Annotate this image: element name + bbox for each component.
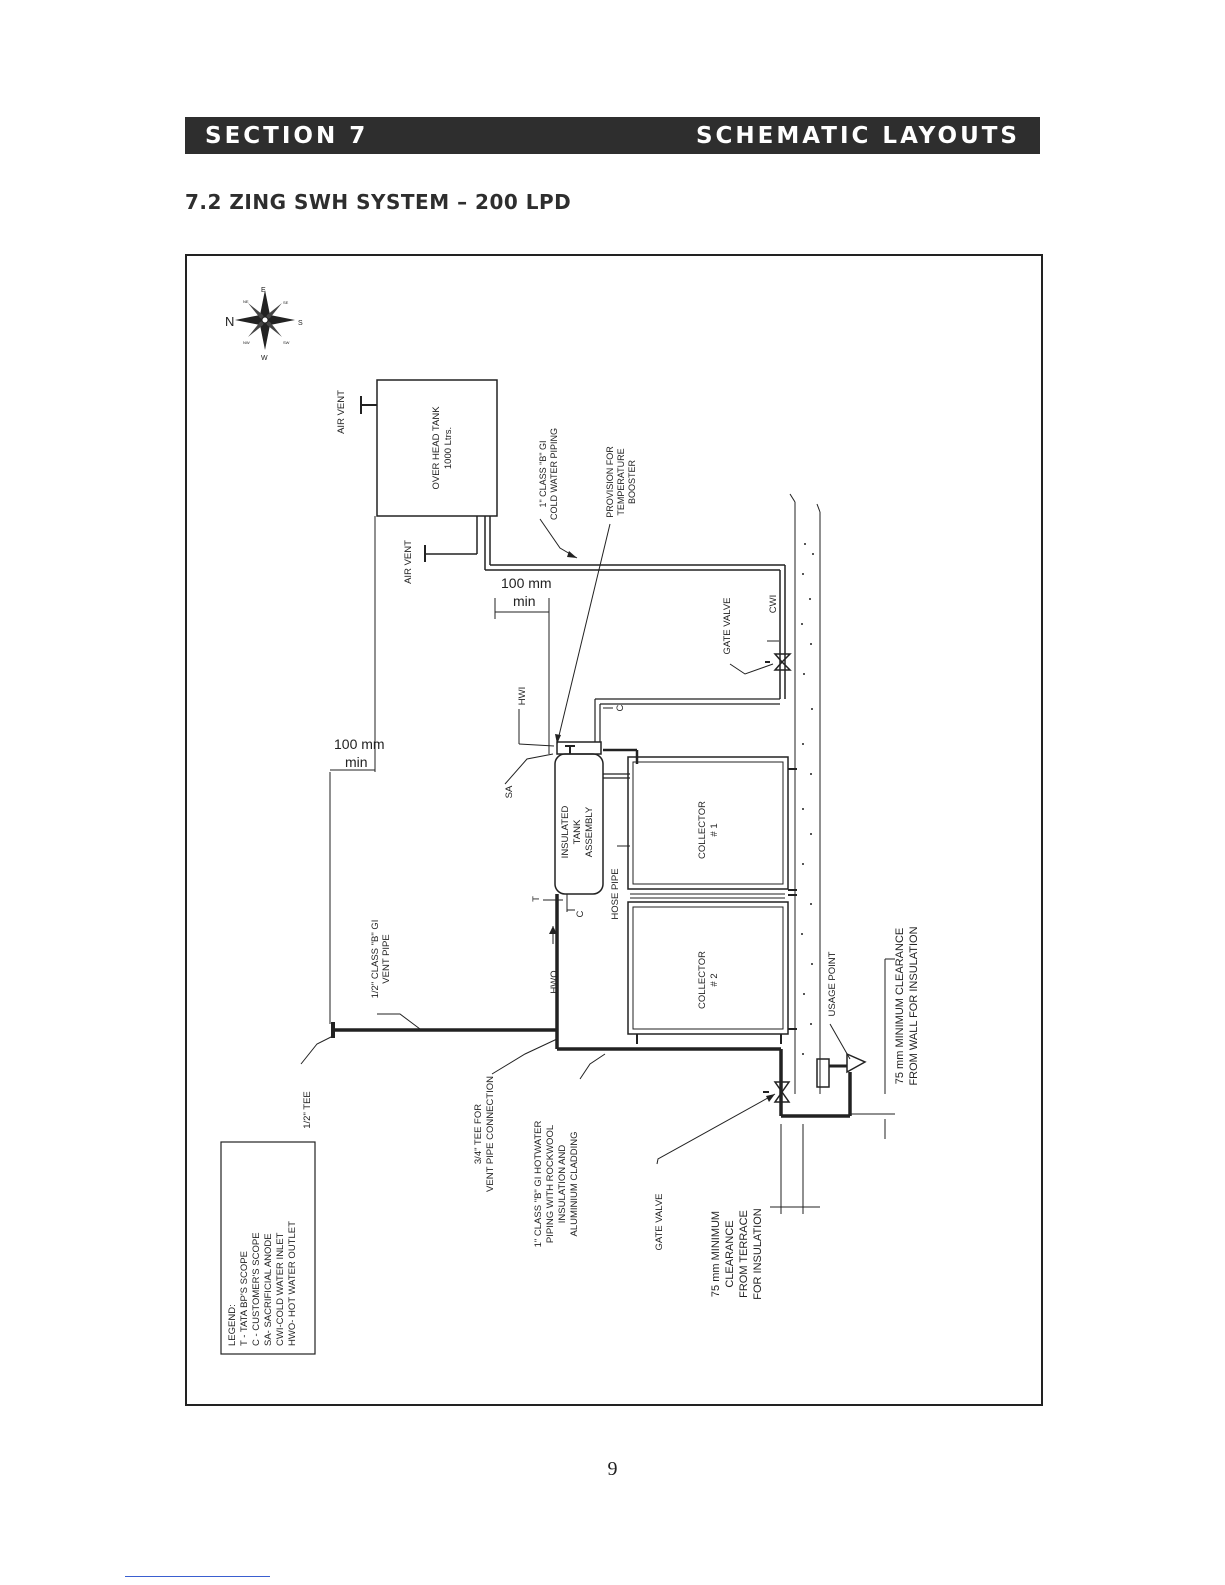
compass-se: SE	[283, 300, 289, 305]
page-number: 9	[607, 1458, 618, 1480]
wall-hatching	[801, 543, 814, 1055]
section-banner: SECTION 7 SCHEMATIC LAYOUTS	[185, 117, 1040, 154]
compass-e: E	[261, 287, 266, 294]
legend-item-cwi: CWI-COLD WATER INLET	[275, 1232, 286, 1346]
legend-box	[220, 1141, 316, 1355]
gate-valve-2-label: GATE VALVE	[654, 1193, 665, 1250]
vent-pipe-label-2: VENT PIPE	[381, 934, 392, 983]
air-vent-label-2: AIR VENT	[403, 540, 414, 584]
insulated-tank-label-1: INSULATED	[560, 806, 571, 859]
page-subtitle: 7.2 ZING SWH SYSTEM – 200 LPD	[185, 190, 572, 214]
sa-label: SA	[504, 785, 515, 798]
hwi-label: HWI	[517, 687, 528, 705]
clearance-100-left-1: 100 mm	[334, 736, 385, 752]
c-bottom-label: C	[575, 910, 586, 917]
clearance-wall-label-1: 75 mm MINIMUM CLEARANCE	[894, 928, 906, 1084]
provision-label-1: PROVISION FOR	[605, 446, 615, 518]
tank-label-2: 1000 Ltrs.	[443, 427, 454, 469]
clearance-terrace-label-4: FOR INSULATION	[752, 1208, 764, 1300]
compass-ne: NE	[243, 299, 249, 304]
provision-label-3: BOOSTER	[627, 460, 637, 505]
insulated-tank-label-2: TANK	[572, 819, 583, 844]
section-title: SCHEMATIC LAYOUTS	[695, 122, 1020, 149]
cold-pipe-label-1: 1" CLASS "B" GI	[538, 440, 548, 507]
schematic-diagram: N E S W NE SE SW NW OVER HEAD TANK 1000 …	[185, 254, 1043, 1406]
hot-pipe-label-4: ALUMINIUM CLADDING	[569, 1131, 580, 1236]
section-number: SECTION 7	[205, 122, 369, 149]
footer-rule	[125, 1576, 270, 1577]
collector-1	[627, 756, 789, 890]
usage-point-label: USAGE POINT	[827, 951, 838, 1016]
collector-2-label-2: # 2	[709, 973, 720, 986]
legend-item-sa: SA- SACRIFICIAL ANODE	[263, 1233, 274, 1346]
gate-valve-1-label: GATE VALVE	[722, 597, 733, 654]
legend-title: LEGEND:	[227, 1304, 238, 1346]
collector-1-label-1: COLLECTOR	[697, 801, 708, 859]
legend-item-c: C - CUSTOMER'S SCOPE	[251, 1232, 262, 1346]
clearance-100-right-2: min	[513, 593, 536, 609]
compass-n: N	[225, 314, 234, 329]
tee-vent-label-2: VENT PIPE CONNECTION	[485, 1076, 496, 1192]
compass-sw: SW	[283, 340, 290, 345]
air-vent-label-1: AIR VENT	[336, 390, 347, 434]
compass-icon	[235, 290, 295, 350]
cold-pipe-label-2: COLD WATER PIPING	[549, 428, 559, 520]
hwo-label: HWO	[549, 970, 560, 993]
clearance-wall-label-2: FROM WALL FOR INSULATION	[908, 926, 920, 1085]
vent-pipe-label-1: 1/2" CLASS "B" GI	[370, 920, 381, 999]
collector-2-label-1: COLLECTOR	[697, 951, 708, 1009]
legend-item-hwo: HWO- HOT WATER OUTLET	[287, 1221, 298, 1346]
t-bottom-label: T	[531, 896, 542, 902]
hose-pipe-label: HOSE PIPE	[610, 868, 621, 919]
clearance-100-left-2: min	[345, 754, 368, 770]
overhead-tank	[376, 379, 498, 517]
collector-2	[627, 901, 789, 1035]
tank-label-1: OVER HEAD TANK	[431, 406, 442, 490]
hot-pipe-label-1: 1" CLASS "B" GI HOTWATER	[533, 1120, 544, 1247]
collector-1-label-2: # 1	[709, 823, 720, 836]
clearance-100-right-1: 100 mm	[501, 575, 552, 591]
compass-nw: NW	[243, 340, 250, 345]
compass-s: S	[298, 320, 303, 327]
half-tee-label: 1/2" TEE	[302, 1091, 313, 1129]
hot-pipe-label-2: PIPING WITH ROCKWOOL	[545, 1125, 556, 1243]
tee-vent-label-1: 3/4" TEE FOR	[473, 1104, 484, 1164]
hot-pipe-label-3: INSULATION AND	[557, 1145, 568, 1224]
clearance-terrace-label-3: FROM TERRACE	[738, 1210, 750, 1298]
clearance-terrace-label-2: CLEARANCE	[724, 1220, 736, 1287]
provision-label-2: TEMPERATURE	[616, 448, 626, 515]
diagram-frame	[185, 254, 1043, 1406]
clearance-terrace-label-1: 75 mm MINIMUM	[710, 1211, 722, 1297]
insulated-tank-label-3: ASSEMBLY	[584, 806, 595, 857]
cwi-label: CWI	[768, 595, 779, 613]
legend-item-t: T - TATA BP'S SCOPE	[239, 1251, 250, 1346]
c-top-label: C	[615, 704, 626, 711]
compass-w: W	[261, 355, 268, 362]
